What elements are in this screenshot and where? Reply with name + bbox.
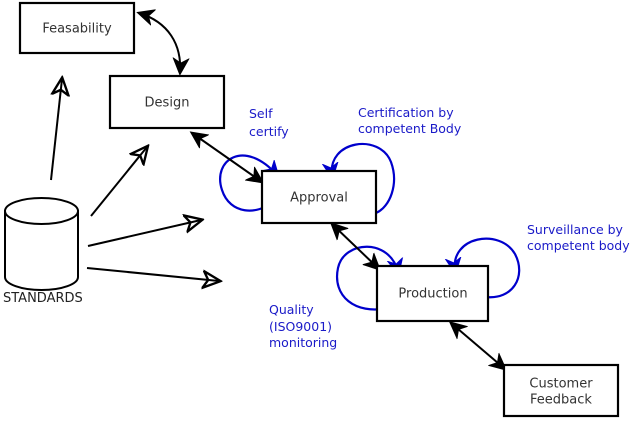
customer-feedback-box[interactable]: [502, 363, 620, 418]
feasability-label: Feasability: [42, 22, 112, 37]
design-label: Design: [145, 96, 190, 111]
certification-loop-arrow: [332, 143, 396, 215]
edge-design-approval: [192, 133, 262, 182]
customer-feedback-label-line1: Customer: [529, 377, 593, 392]
node-production[interactable]: Production: [375, 264, 490, 323]
node-customer-feedback[interactable]: Customer Feedback: [502, 363, 620, 418]
customer-feedback-label-line2: Feedback: [530, 393, 592, 408]
edge-standards-production: [86, 267, 219, 281]
self-certify-line2: certify: [249, 124, 289, 139]
edge-approval-production: [332, 224, 379, 269]
annotation-self-certify: Self certify: [249, 106, 289, 139]
approval-box[interactable]: [260, 169, 378, 225]
surveillance-line1: Surveillance by: [527, 222, 624, 237]
quality-line3: monitoring: [269, 335, 337, 350]
approval-label: Approval: [290, 191, 348, 206]
quality-line2: (ISO9001): [269, 319, 332, 334]
surveillance-loop-arrow: [455, 237, 521, 299]
production-label: Production: [398, 287, 467, 302]
edge-standards-design: [90, 147, 147, 217]
node-design[interactable]: Design: [108, 74, 226, 130]
feasability-box[interactable]: [18, 1, 136, 55]
annotation-surveillance-competent-body: Surveillance by competent body: [527, 222, 630, 253]
annotation-quality-monitoring: Quality (ISO9001) monitoring: [269, 302, 337, 350]
certification-line2: competent Body: [358, 121, 462, 136]
self-certify-line1: Self: [249, 106, 273, 121]
standards-label: STANDARDS: [3, 291, 83, 306]
annotation-certification-competent-body: Certification by competent Body: [358, 105, 462, 136]
design-box[interactable]: [108, 74, 226, 130]
surveillance-line2: competent body: [527, 238, 630, 253]
production-box[interactable]: [375, 264, 490, 323]
edge-production-customer-feedback: [451, 323, 505, 369]
node-standards-datastore[interactable]: STANDARDS: [3, 197, 83, 306]
quality-line1: Quality: [269, 302, 314, 317]
certification-line1: Certification by: [358, 105, 454, 120]
edge-standards-approval: [87, 220, 201, 247]
node-feasability[interactable]: Feasability: [18, 1, 136, 55]
edge-feasability-design: [139, 13, 180, 73]
node-approval[interactable]: Approval: [260, 169, 378, 225]
cylinder-body: [4, 210, 79, 291]
edge-standards-feasability: [50, 79, 62, 181]
cylinder-top: [4, 197, 79, 225]
